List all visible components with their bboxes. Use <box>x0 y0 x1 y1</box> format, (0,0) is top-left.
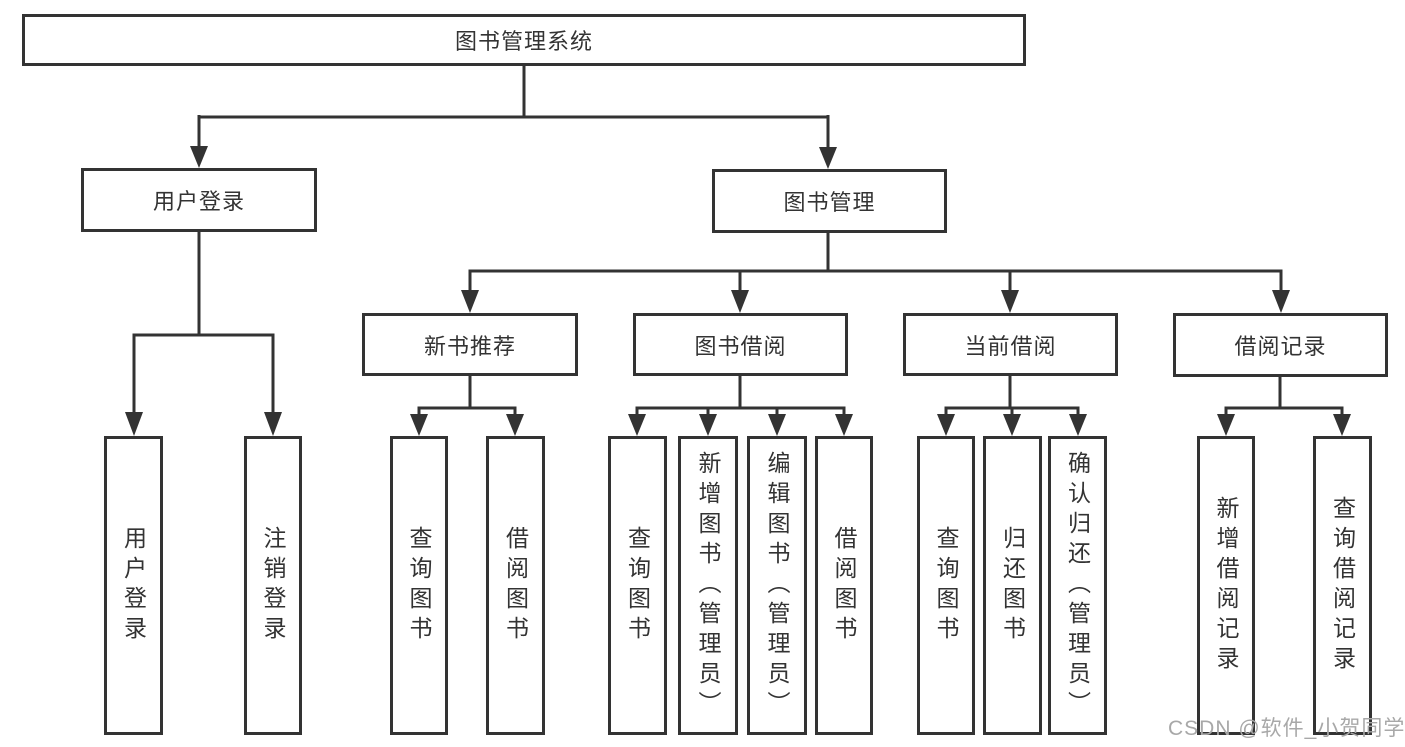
node-user-login: 用户登录 <box>81 168 317 232</box>
leaf-add-borrow-record: 新增借阅记录 <box>1197 436 1255 735</box>
node-current-borrow-label: 当前借阅 <box>964 333 1057 359</box>
leaf-borrow-book-1-label: 借阅图书 <box>502 525 529 646</box>
leaf-logout-label: 注销登录 <box>260 525 286 646</box>
leaf-query-book-2-label: 查询图书 <box>624 525 651 646</box>
leaf-confirm-return-admin: 确认归还（管理员） <box>1048 436 1107 735</box>
leaf-borrow-book-1: 借阅图书 <box>486 436 545 735</box>
leaf-confirm-return-admin-label: 确认归还（管理员） <box>1064 450 1091 721</box>
leaf-add-book-admin: 新增图书（管理员） <box>678 436 738 735</box>
leaf-return-book-label: 归还图书 <box>999 525 1026 646</box>
leaf-edit-book-admin-label: 编辑图书（管理员） <box>764 450 790 721</box>
node-book-management: 图书管理 <box>712 169 947 233</box>
leaf-query-book-3-label: 查询图书 <box>933 525 959 646</box>
leaf-query-borrow-record-label: 查询借阅记录 <box>1329 495 1356 676</box>
csdn-watermark: CSDN @软件_小贺同学 <box>1168 717 1405 740</box>
leaf-user-login: 用户登录 <box>104 436 163 735</box>
leaf-add-book-admin-label: 新增图书（管理员） <box>695 450 721 721</box>
leaf-query-book-2: 查询图书 <box>608 436 667 735</box>
node-new-book-recommend-label: 新书推荐 <box>423 333 516 359</box>
leaf-logout: 注销登录 <box>244 436 302 735</box>
node-root-system-label: 图书管理系统 <box>454 29 593 54</box>
leaf-query-book-1: 查询图书 <box>390 436 448 735</box>
leaf-add-borrow-record-label: 新增借阅记录 <box>1213 495 1239 676</box>
leaf-edit-book-admin: 编辑图书（管理员） <box>747 436 807 735</box>
leaf-user-login-label: 用户登录 <box>120 525 147 646</box>
node-user-login-label: 用户登录 <box>152 189 245 214</box>
leaf-query-book-1-label: 查询图书 <box>406 525 432 646</box>
leaf-return-book: 归还图书 <box>983 436 1042 735</box>
leaf-borrow-book-2-label: 借阅图书 <box>831 525 857 646</box>
node-new-book-recommend: 新书推荐 <box>362 313 578 376</box>
node-book-management-label: 图书管理 <box>783 190 876 215</box>
leaf-query-borrow-record: 查询借阅记录 <box>1313 436 1372 735</box>
leaf-borrow-book-2: 借阅图书 <box>815 436 873 735</box>
node-borrow-records: 借阅记录 <box>1173 313 1388 377</box>
node-current-borrow: 当前借阅 <box>903 313 1118 376</box>
leaf-query-book-3: 查询图书 <box>917 436 975 735</box>
node-root-system: 图书管理系统 <box>22 14 1026 66</box>
node-borrow-records-label: 借阅记录 <box>1234 334 1327 359</box>
node-book-borrow: 图书借阅 <box>633 313 848 376</box>
node-book-borrow-label: 图书借阅 <box>694 333 787 359</box>
